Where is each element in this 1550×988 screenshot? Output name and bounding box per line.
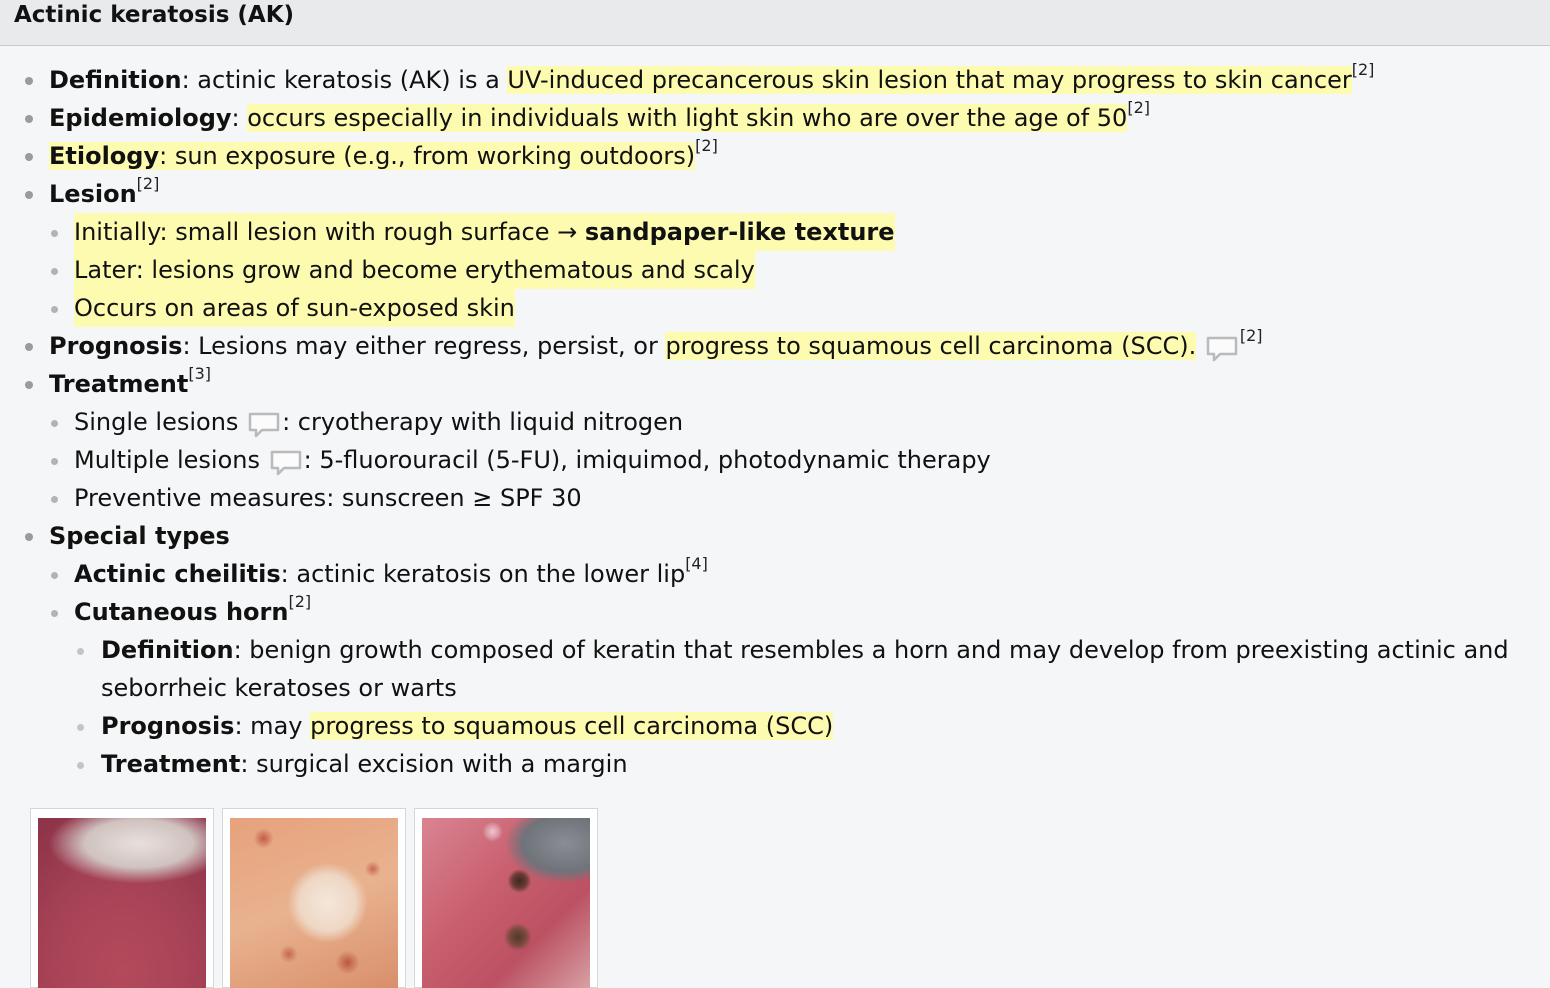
speech-bubble-icon[interactable] xyxy=(248,411,280,438)
highlighted-text: occurs especially in individuals with li… xyxy=(247,104,1128,132)
clinical-photo xyxy=(230,818,398,988)
list-item-definition: Definition: actinic keratosis (AK) is a … xyxy=(0,61,1550,99)
list-item-special-types: Special types xyxy=(0,517,1550,555)
reference-link[interactable]: [2] xyxy=(695,136,718,155)
speech-bubble-icon[interactable] xyxy=(270,449,302,476)
list-item-treatment: Treatment[3] xyxy=(0,365,1550,403)
bullet xyxy=(77,648,84,655)
bullet xyxy=(25,153,33,161)
image-thumbnail[interactable] xyxy=(414,808,598,988)
term-label: Definition xyxy=(49,66,182,94)
highlighted-text: : sun exposure (e.g., from working outdo… xyxy=(159,142,696,170)
list-item-horn-treatment: Treatment: surgical excision with a marg… xyxy=(0,745,1550,783)
bullet xyxy=(77,762,84,769)
term-label: Epidemiology xyxy=(49,104,232,132)
section-title: Actinic keratosis (AK) xyxy=(14,2,295,28)
list-item-actinic-cheilitis: Actinic cheilitis: actinic keratosis on … xyxy=(0,555,1550,593)
image-thumbnail[interactable] xyxy=(222,808,406,988)
bullet xyxy=(25,533,33,541)
bullet xyxy=(25,77,33,85)
reference-link[interactable]: [2] xyxy=(136,174,160,193)
bullet xyxy=(25,191,33,199)
bullet xyxy=(51,306,58,313)
list-item-prognosis: Prognosis: Lesions may either regress, p… xyxy=(0,327,1550,365)
list-item-horn-definition: Definition: benign growth composed of ke… xyxy=(0,631,1550,707)
bullet xyxy=(51,458,58,465)
clinical-photo xyxy=(422,818,590,988)
list-item-cutaneous-horn: Cutaneous horn[2] xyxy=(0,593,1550,631)
list-item-etiology: Etiology: sun exposure (e.g., from worki… xyxy=(0,137,1550,175)
list-item-lesion-later: Later: lesions grow and become erythemat… xyxy=(0,251,1550,289)
list-item-treatment-multiple: Multiple lesions : 5-fluorouracil (5-FU)… xyxy=(0,441,1550,479)
list-item-lesion-occurs: Occurs on areas of sun-exposed skin xyxy=(0,289,1550,327)
highlighted-text: progress to squamous cell carcinoma (SCC… xyxy=(665,332,1197,360)
bullet xyxy=(25,115,33,123)
term-label: Etiology xyxy=(49,142,160,170)
term-label: Special types xyxy=(49,522,230,550)
reference-link[interactable]: [2] xyxy=(1351,60,1375,79)
list-item-treatment-single: Single lesions : cryotherapy with liquid… xyxy=(0,403,1550,441)
reference-link[interactable]: [2] xyxy=(288,592,312,611)
reference-link[interactable]: [3] xyxy=(188,364,212,383)
bullet xyxy=(51,610,58,617)
bullet xyxy=(51,268,58,275)
section-header[interactable]: Actinic keratosis (AK) xyxy=(0,0,1550,46)
list-item-lesion-initially: Initially: small lesion with rough surfa… xyxy=(0,213,1550,251)
list-item-horn-prognosis: Prognosis: may progress to squamous cell… xyxy=(0,707,1550,745)
term-label: Treatment xyxy=(49,370,189,398)
bullet xyxy=(77,724,84,731)
bullet xyxy=(51,230,58,237)
term-label: Prognosis xyxy=(49,332,183,360)
highlighted-text: progress to squamous cell carcinoma (SCC… xyxy=(310,712,834,740)
speech-bubble-icon[interactable] xyxy=(1206,335,1238,362)
list-item-treatment-preventive: Preventive measures: sunscreen ≥ SPF 30 xyxy=(0,479,1550,517)
reference-link[interactable]: [4] xyxy=(685,554,708,573)
reference-link[interactable]: [2] xyxy=(1127,98,1150,117)
clinical-photo xyxy=(38,818,206,988)
content-list: Definition: actinic keratosis (AK) is a … xyxy=(0,61,1550,783)
reference-link[interactable]: [2] xyxy=(1239,326,1263,345)
bullet xyxy=(25,381,33,389)
list-item-lesion: Lesion[2] xyxy=(0,175,1550,213)
bullet xyxy=(51,572,58,579)
bullet xyxy=(25,343,33,351)
bullet xyxy=(51,420,58,427)
bullet xyxy=(51,496,58,503)
highlighted-text: UV-induced precancerous skin lesion that… xyxy=(507,66,1352,94)
term-label: Lesion xyxy=(49,180,137,208)
list-item-epidemiology: Epidemiology: occurs especially in indiv… xyxy=(0,99,1550,137)
image-thumbnail[interactable] xyxy=(30,808,214,988)
